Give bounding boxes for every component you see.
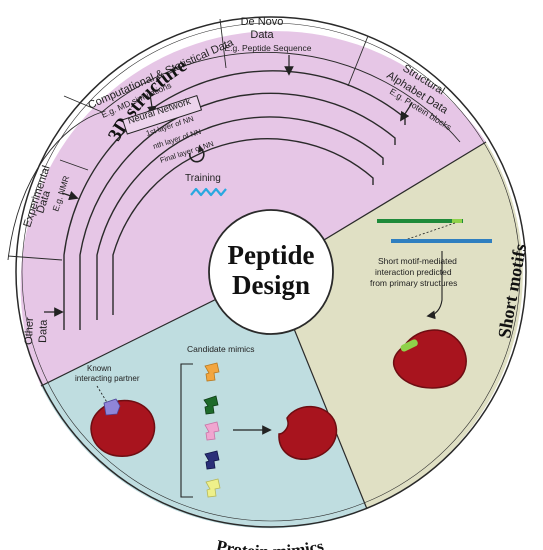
candidate-mimic-navy [204,450,220,470]
training-peptide-wave [190,187,227,197]
partner-pointer [96,385,109,405]
training-label: Training [185,173,221,184]
center-title-line2: Design [232,270,310,300]
outer-ring [15,16,527,528]
motif-caption-3: from primary structures [370,278,457,288]
panel-divider-3 [347,35,369,87]
candidate-mimic-orange [204,362,220,382]
de-novo-title-1: De Novo [241,16,284,28]
section-title-protein-mimics: Protein mimics [215,536,326,550]
center-title-line1: Peptide [228,240,315,270]
target-protein [90,399,156,457]
mimic-bound-protein [278,405,338,460]
nn-arc-3 [96,116,384,320]
de-novo-example: E.g. Peptide Sequence [225,43,312,53]
alphabet-arrow-icon [400,102,413,122]
outer-ring-inner [21,22,521,522]
other-title-2: Data [37,319,50,344]
refresh-icon [189,145,205,163]
motif-caption-2: interaction predicted [375,267,452,277]
panel-divider-2 [219,18,227,69]
bound-motif-peptide [400,339,418,352]
candidate-bracket [180,363,193,498]
short-motifs-region [271,142,523,509]
nn-arc-2 [79,92,396,330]
nn-arc-4 [112,138,374,315]
motif-caption-1: Short motif-mediated [378,256,457,266]
nn-arc-outer [63,70,406,330]
motif-interaction-link [401,222,456,242]
experimental-arrow-icon [61,190,79,201]
de-novo-title-2: Data [250,29,274,41]
center-badge: Peptide Design [208,209,334,335]
other-title-1: Other [23,317,36,345]
motif-arrow-icon [426,251,443,320]
panel-divider-1 [63,95,103,113]
known-partner-peptide [103,398,121,416]
candidate-mimic-dark-green [203,395,219,415]
candidate-mimic-pink [204,421,220,441]
panel-divider-5 [59,159,89,171]
inner-boundary-arc [7,51,461,261]
protein-mimics-section: Protein mimics Candidate mimics Known in… [75,344,338,550]
known-partner-label-2: interacting partner [75,374,140,383]
candidate-mimics-label: Candidate mimics [187,344,255,354]
candidate-mimic-yellow [205,478,221,498]
known-partner-label-1: Known [87,364,111,373]
panel-divider-4 [7,255,63,261]
